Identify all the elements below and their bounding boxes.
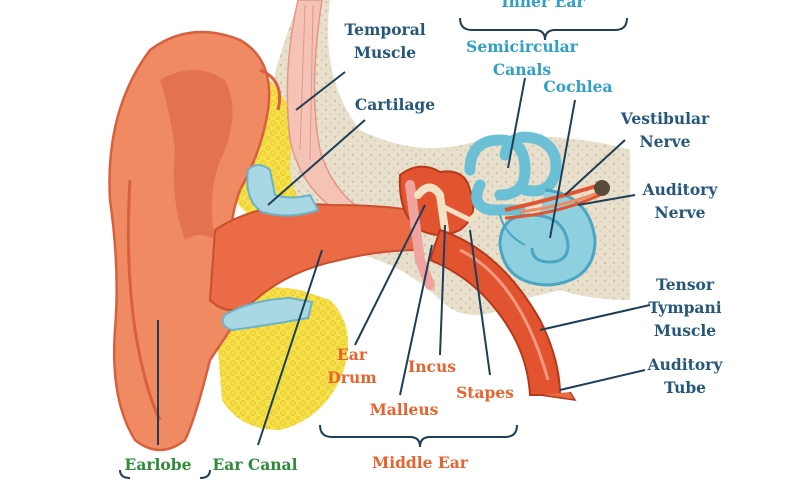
label-stapes: Stapes	[456, 383, 514, 402]
label-auditory-tube-line1: Auditory	[647, 355, 724, 374]
label-ear-canal: Ear Canal	[212, 455, 297, 474]
leader-lines	[157, 71, 651, 446]
label-semicircular-canals-line2: Canals	[493, 60, 552, 79]
label-tensor-tympani-line1: Tensor	[656, 275, 715, 294]
label-semicircular-canals-line1: Semicircular	[466, 37, 578, 56]
label-earlobe: Earlobe	[125, 455, 192, 474]
label-ear-drum-line2: Drum	[327, 368, 377, 387]
nerves	[504, 180, 610, 220]
text-labels: Inner Ear Temporal Muscle Cartilage Semi…	[125, 0, 724, 474]
label-temporal-muscle-line2: Muscle	[354, 43, 416, 62]
inner-ear-structures	[464, 131, 597, 287]
cartilage-pieces	[221, 164, 320, 332]
label-vestibular-nerve-line1: Vestibular	[620, 109, 710, 128]
label-temporal-muscle-line1: Temporal	[344, 20, 425, 39]
label-inner-ear: Inner Ear	[501, 0, 585, 11]
label-tensor-tympani-line2: Tympani	[648, 298, 721, 317]
outer-ear-pinna	[108, 30, 281, 452]
auditory-tube-shape	[428, 228, 577, 401]
label-auditory-nerve-line2: Nerve	[654, 203, 705, 222]
label-cartilage: Cartilage	[355, 95, 435, 114]
label-auditory-tube-line2: Tube	[664, 378, 706, 397]
label-middle-ear: Middle Ear	[372, 453, 469, 472]
label-auditory-nerve-line1: Auditory	[642, 180, 719, 199]
label-cochlea: Cochlea	[543, 77, 612, 96]
label-ear-drum-line1: Ear	[337, 345, 368, 364]
label-tensor-tympani-line3: Muscle	[654, 321, 716, 340]
label-incus: Incus	[408, 357, 456, 376]
label-vestibular-nerve-line2: Nerve	[639, 132, 690, 151]
label-malleus: Malleus	[370, 400, 439, 419]
brackets	[119, 17, 628, 479]
